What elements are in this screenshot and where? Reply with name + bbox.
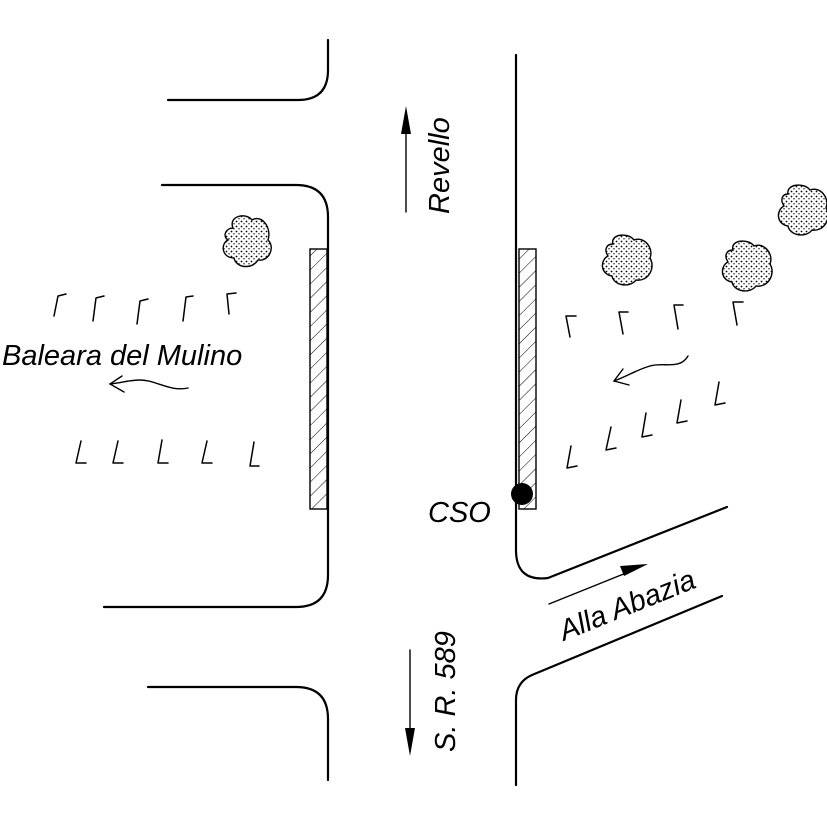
west-area-label: Baleara del Mulino bbox=[2, 340, 242, 372]
southeast-direction-arrow bbox=[548, 564, 648, 605]
west-road-edge-lower bbox=[146, 685, 330, 782]
west-sidewalk-strip bbox=[309, 248, 328, 510]
west-road-edge-upper bbox=[102, 183, 330, 609]
bush-icon bbox=[601, 234, 653, 286]
south-street-label: S. R. 589 bbox=[430, 631, 462, 752]
bush-icon bbox=[222, 215, 272, 268]
cso-point-marker bbox=[511, 483, 533, 505]
bush-icon bbox=[777, 184, 827, 236]
east-road-edge-main bbox=[514, 53, 729, 580]
west-road-edge-top bbox=[166, 38, 330, 102]
south-direction-arrow bbox=[405, 649, 415, 756]
west-flow-arrow bbox=[108, 375, 189, 393]
cso-label: CSO bbox=[428, 497, 491, 529]
east-road-edge-lower bbox=[514, 594, 724, 787]
west-lower-grass-marks bbox=[75, 439, 260, 467]
east-sidewalk-strip bbox=[518, 248, 537, 510]
east-flow-arrow bbox=[612, 355, 689, 386]
north-street-label: Revello bbox=[424, 117, 456, 214]
west-upper-grass-marks bbox=[53, 292, 237, 325]
east-lower-grass-marks bbox=[566, 381, 726, 469]
east-upper-grass-marks bbox=[565, 301, 744, 338]
bush-icon bbox=[721, 240, 773, 292]
north-direction-arrow bbox=[401, 106, 411, 213]
